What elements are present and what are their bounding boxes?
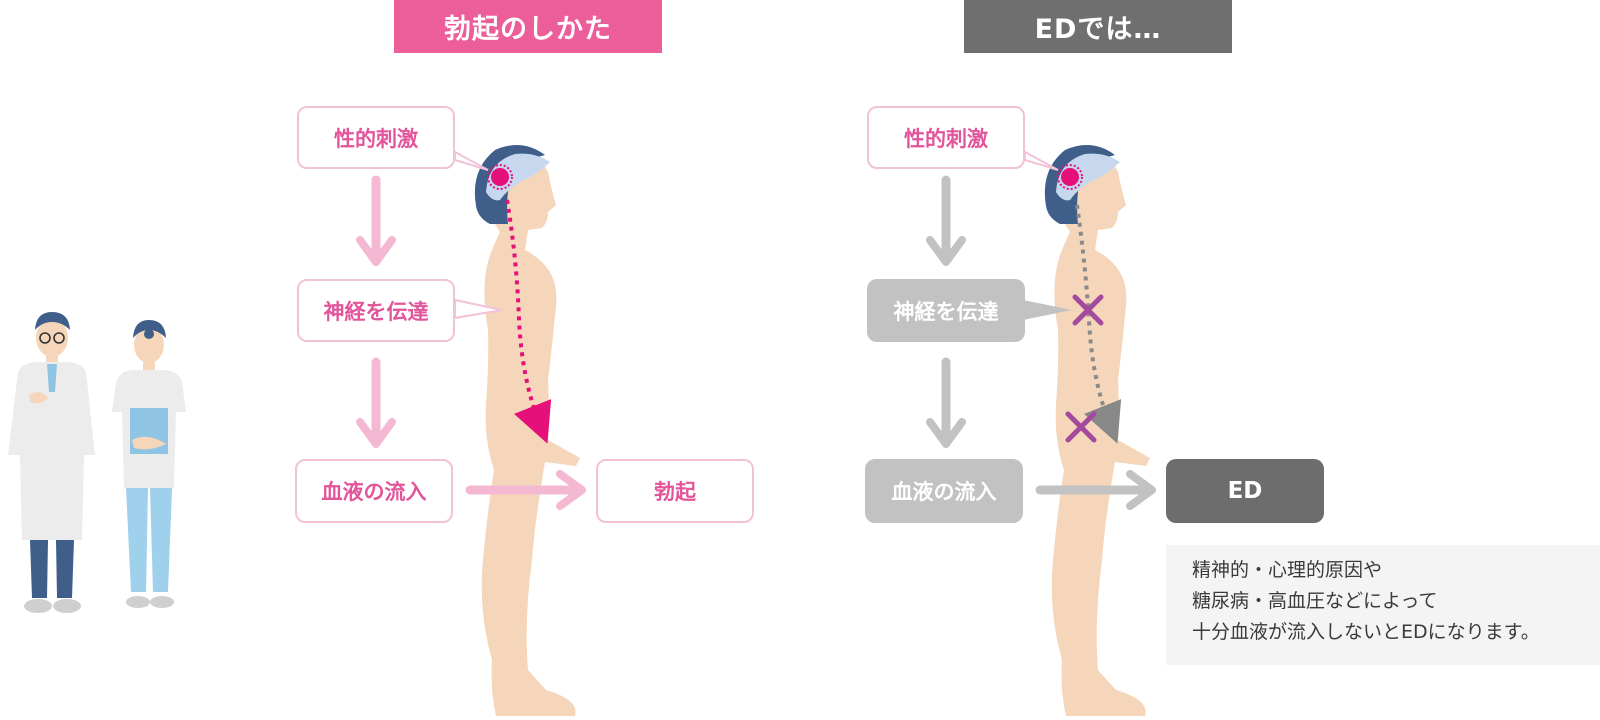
nurse-figure-icon <box>112 320 186 608</box>
arrow-down-icon <box>356 175 396 266</box>
cross-mark-icon <box>1072 294 1104 326</box>
doctor-figure-icon <box>8 312 95 613</box>
note-line: 精神的・心理的原因や <box>1192 559 1383 581</box>
step-nerve-transmission-ed: 神経を伝達 <box>867 279 1025 342</box>
arrow-right-icon <box>465 470 586 510</box>
arrow-down-icon <box>926 357 966 448</box>
human-silhouette-right <box>1044 145 1150 716</box>
note-line: 十分血液が流入しないとEDになります。 <box>1192 621 1540 643</box>
step-nerve-transmission: 神経を伝達 <box>297 279 455 342</box>
arrow-right-icon <box>1035 470 1156 510</box>
arrow-down-icon <box>926 175 966 266</box>
human-silhouette-left <box>474 145 580 716</box>
step-sexual-stimulus-ed: 性的刺激 <box>867 106 1025 169</box>
header-erection-process: 勃起のしかた <box>394 0 662 53</box>
ed-cause-note: 精神的・心理的原因や 糖尿病・高血圧などによって 十分血液が流入しないとEDにな… <box>1166 545 1600 665</box>
arrow-down-icon <box>356 357 396 448</box>
step-blood-inflow-ed: 血液の流入 <box>865 459 1023 523</box>
step-sexual-stimulus: 性的刺激 <box>297 106 455 169</box>
result-ed: ED <box>1166 459 1324 523</box>
cross-mark-icon <box>1065 411 1097 443</box>
note-line: 糖尿病・高血圧などによって <box>1192 590 1438 612</box>
result-erection: 勃起 <box>596 459 754 523</box>
header-ed-case: EDでは… <box>964 0 1232 53</box>
step-blood-inflow: 血液の流入 <box>295 459 453 523</box>
